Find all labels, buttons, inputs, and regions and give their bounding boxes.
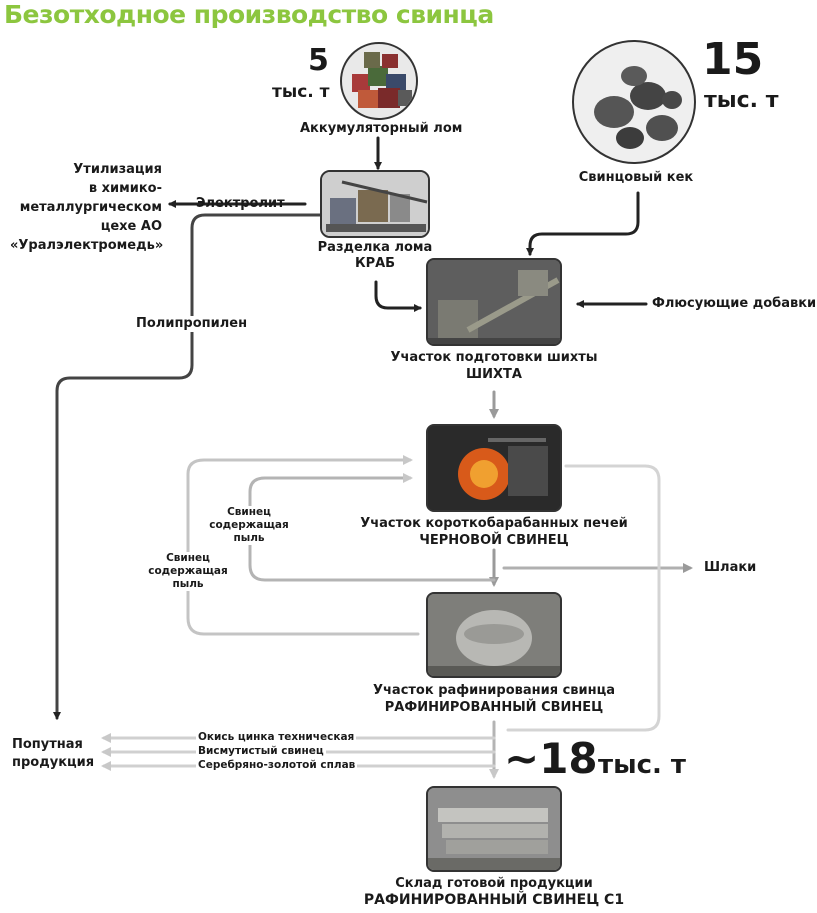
dust-outer-line: Свинец [166, 552, 210, 564]
battery-scrap-unit: тыс. т [272, 82, 330, 102]
utilization-label: Утилизация в химико- металлургическом це… [10, 160, 164, 255]
crab-label-line2: КРАБ [354, 256, 396, 271]
output-unit: тыс. т [598, 750, 686, 780]
dust-inner-line: содержащая [209, 519, 289, 531]
utilization-line: в химико- [88, 181, 162, 196]
lead-cake-image [572, 40, 696, 164]
page-title: Безотходное производство свинца [4, 0, 494, 29]
crab-label-line1: Разделка лома [317, 240, 433, 255]
battery-scrap-label: Аккумуляторный лом [300, 121, 463, 136]
utilization-line: цехе АО [100, 219, 162, 234]
charge-label-line2: ШИХТА [466, 367, 522, 382]
refining-label-line1: Участок рафинирования свинца [372, 683, 616, 698]
warehouse-label-line1: Склад готовой продукции [395, 876, 593, 891]
utilization-line: «Уралэлектромедь» [10, 238, 164, 253]
furnace-label-line2: ЧЕРНОВОЙ СВИНЕЦ [419, 533, 569, 548]
crab-image [320, 170, 430, 238]
battery-scrap-image [340, 42, 418, 120]
dust-inner-line: пыль [233, 532, 265, 544]
charge-image [426, 258, 562, 346]
byproducts-line: продукция [12, 755, 95, 770]
dust-inner-label: Свинец содержащая пыль [204, 506, 294, 545]
furnace-label-line1: Участок короткобарабанных печей [360, 516, 628, 531]
utilization-line: Утилизация [73, 162, 162, 177]
refining-label-line2: РАФИНИРОВАННЫЙ СВИНЕЦ [384, 700, 604, 715]
charge-label-line1: Участок подготовки шихты [390, 350, 598, 365]
warehouse-image [426, 786, 562, 872]
lead-cake-amount: 15 [702, 34, 764, 85]
slag-label: Шлаки [704, 560, 757, 575]
battery-scrap-amount: 5 [308, 43, 329, 78]
dust-outer-line: содержащая [148, 565, 228, 577]
warehouse-label-line2: РАФИНИРОВАННЫЙ СВИНЕЦ С1 [363, 892, 625, 908]
dust-outer-label: Свинец содержащая пыль [142, 552, 234, 591]
utilization-line: металлургическом [19, 200, 162, 215]
byproduct-silver-gold-alloy: Серебряно-золотой сплав [196, 759, 358, 772]
output-amount: ~18 [504, 734, 598, 783]
byproduct-bismuth-lead: Висмутистый свинец [196, 745, 326, 758]
electrolyte-label: Электролит [196, 196, 285, 211]
polypropylene-label: Полипропилен [134, 316, 250, 332]
furnace-image [426, 424, 562, 512]
dust-inner-line: Свинец [227, 506, 271, 518]
fluxes-label: Флюсующие добавки [652, 296, 817, 311]
byproduct-zinc-oxide: Окись цинка техническая [196, 731, 357, 744]
lead-cake-unit: тыс. т [704, 88, 779, 113]
byproducts-line: Попутная [12, 737, 83, 752]
dust-outer-line: пыль [172, 578, 204, 590]
lead-cake-label: Свинцовый кек [578, 170, 694, 185]
byproducts-label: Попутная продукция [12, 736, 94, 772]
refining-image [426, 592, 562, 678]
